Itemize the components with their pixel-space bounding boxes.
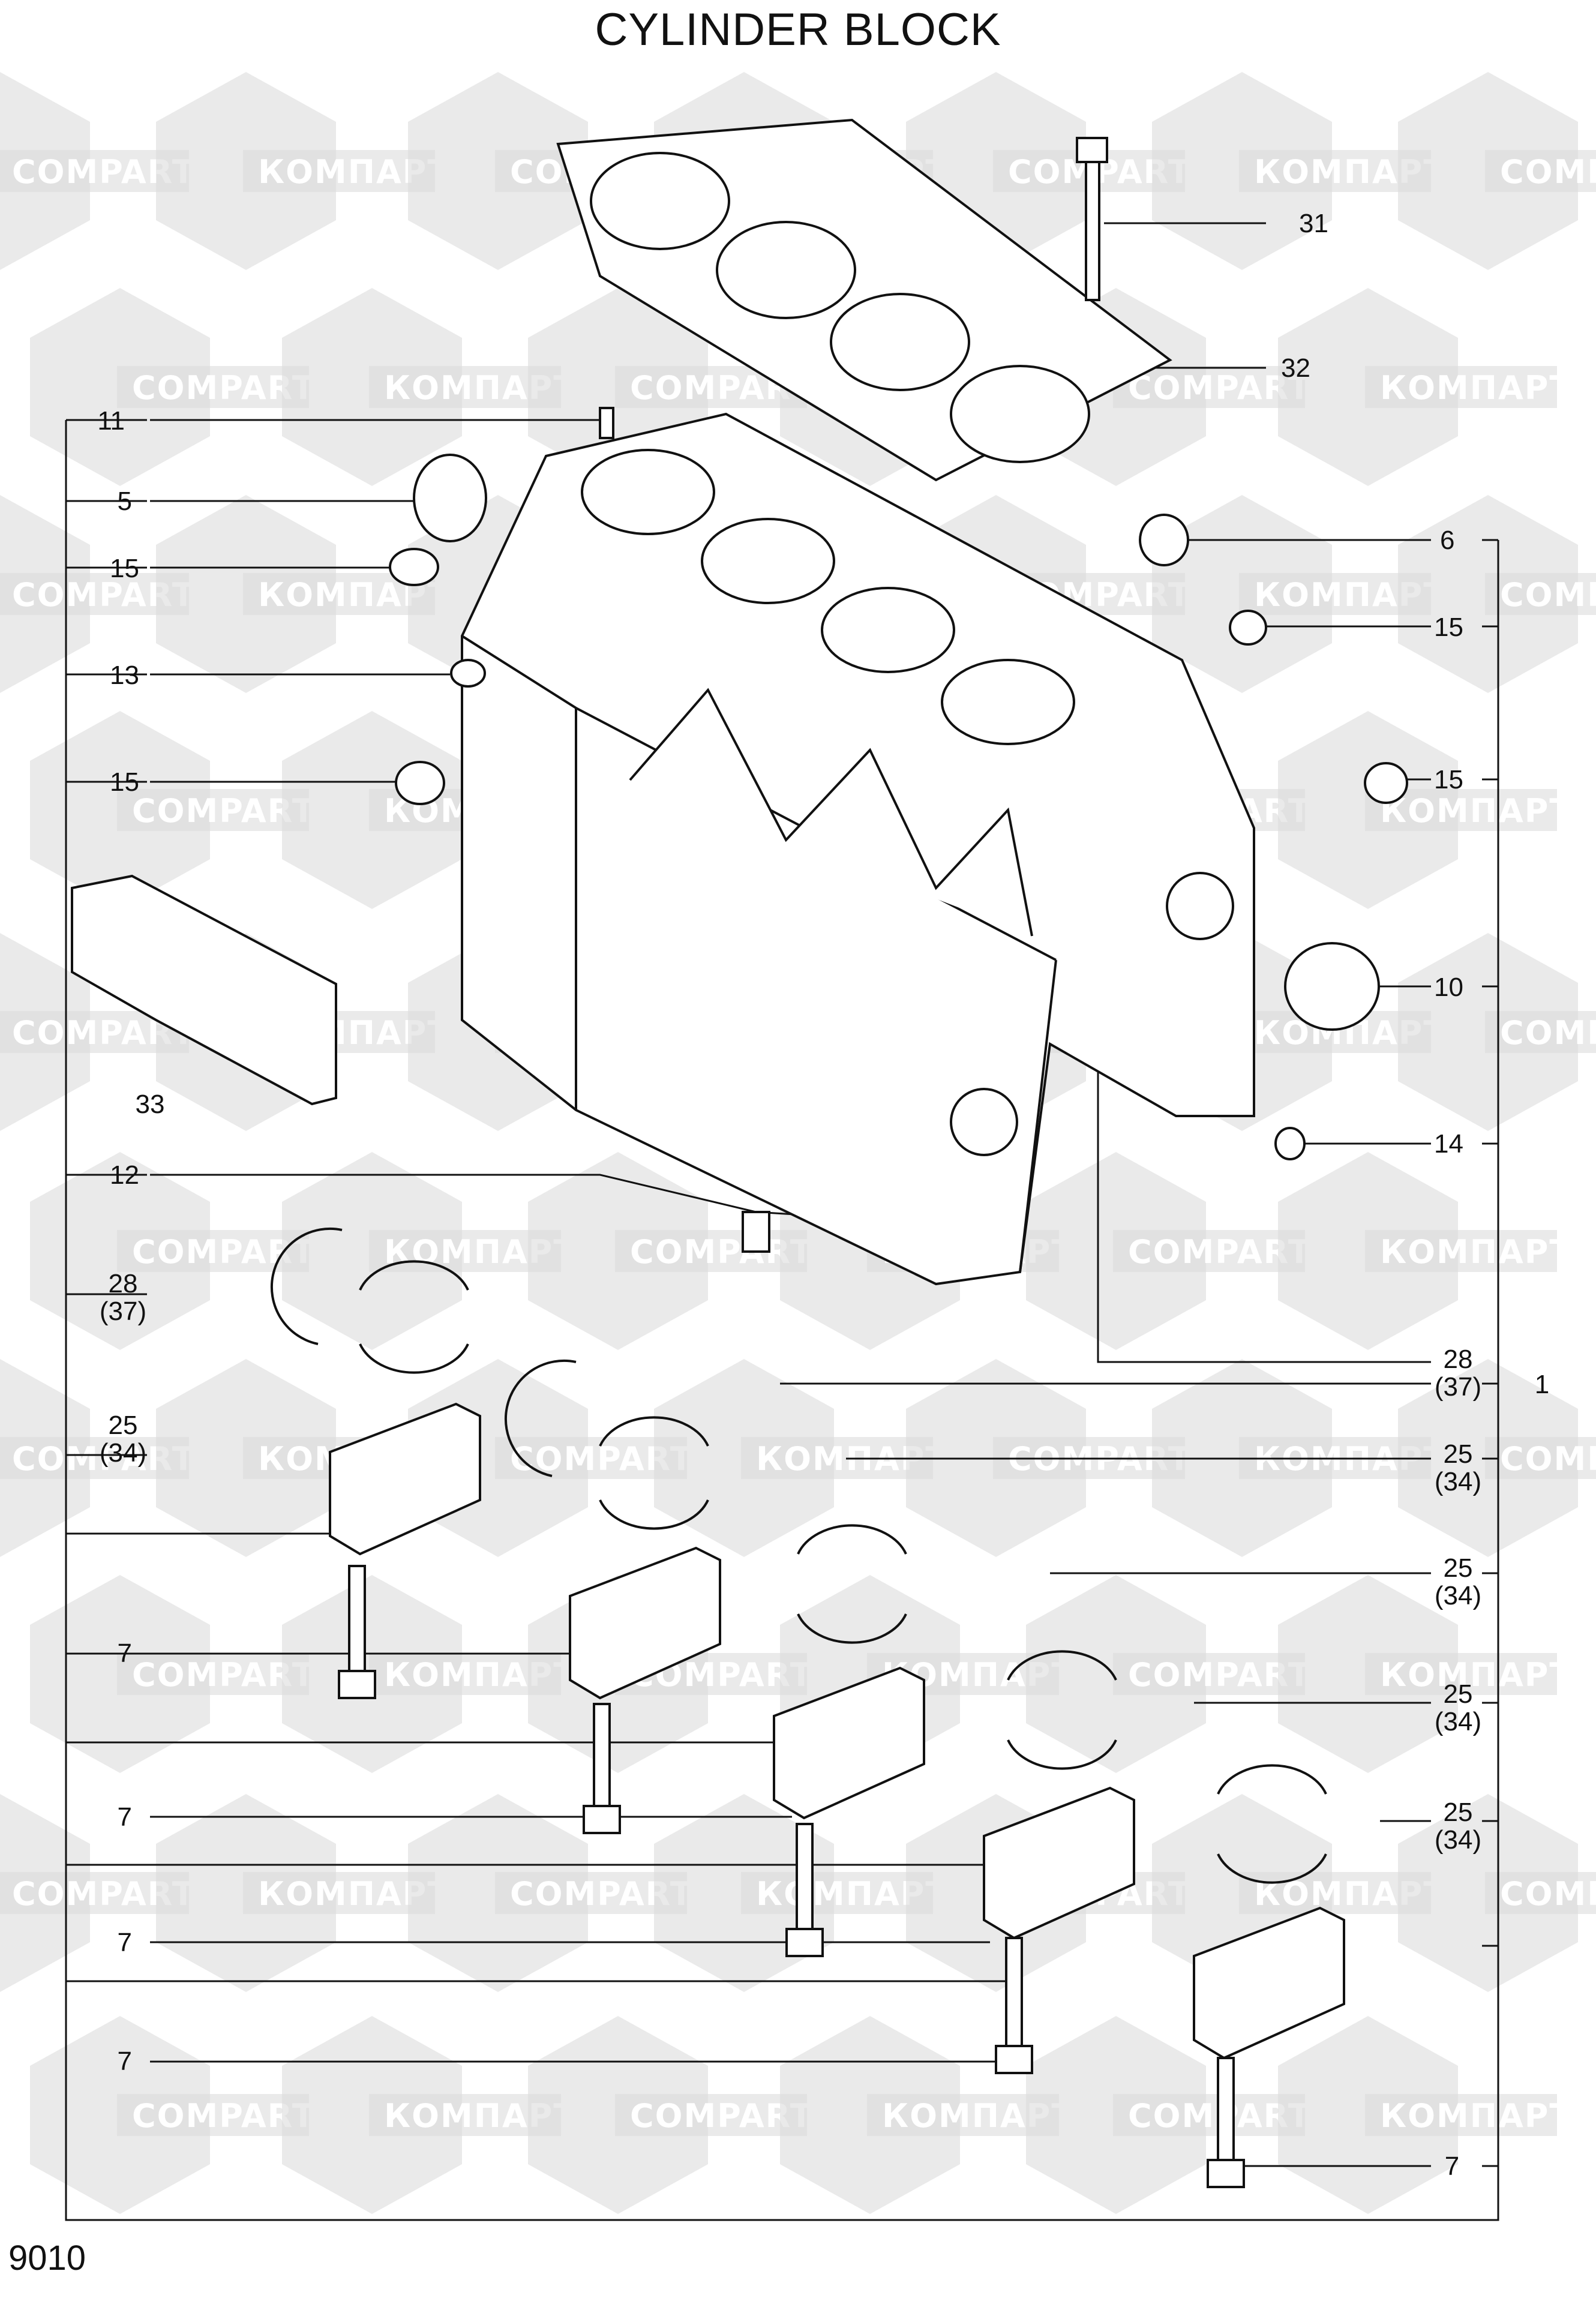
seal-15c xyxy=(395,761,445,805)
thrust-washer-b xyxy=(504,1359,577,1477)
watermark-text: COMPART xyxy=(1500,153,1596,191)
callout-sub-c25d: (34) xyxy=(1435,1707,1481,1736)
watermark-band xyxy=(1365,1653,1557,1695)
watermark-text: КОМПАРТ xyxy=(1380,369,1573,407)
callout-c12: 12 xyxy=(110,1160,139,1190)
callout-sub-c28b: (37) xyxy=(1435,1372,1481,1402)
bearing-caps xyxy=(329,1402,1345,2060)
bearing-shells xyxy=(359,1260,1327,1884)
head-gasket xyxy=(556,118,1172,482)
callout-sub-c25b: (34) xyxy=(1435,1467,1481,1496)
callout-c25c: 25 xyxy=(1444,1553,1473,1583)
callout-c25b: 25 xyxy=(1444,1439,1473,1469)
callout-c13: 13 xyxy=(110,661,139,690)
callout-c15a: 15 xyxy=(110,554,139,583)
watermark-band xyxy=(117,789,309,831)
watermark-text: COMPART xyxy=(1500,1440,1596,1478)
callout-c7c: 7 xyxy=(118,1928,132,1957)
watermark-band xyxy=(117,1653,309,1695)
watermark-band xyxy=(1485,1437,1596,1479)
page-number: 9010 xyxy=(8,2239,86,2278)
seal-15d xyxy=(1364,762,1408,804)
watermark-band xyxy=(1113,1230,1305,1272)
callout-c6: 6 xyxy=(1440,526,1454,555)
watermark-band xyxy=(1113,1653,1305,1695)
callout-c33: 33 xyxy=(136,1090,165,1119)
callout-c15b: 15 xyxy=(1434,613,1463,642)
pin-12 xyxy=(742,1211,770,1253)
plug-15b xyxy=(1229,610,1267,646)
watermark-text: КОМПАРТ xyxy=(1380,792,1573,830)
callout-c5: 5 xyxy=(118,487,132,516)
plug-5 xyxy=(413,454,487,542)
callout-c15c: 15 xyxy=(110,767,139,797)
watermark-band xyxy=(615,1230,807,1272)
watermark-text: КОМПАРТ xyxy=(1380,1233,1573,1271)
leader-lines xyxy=(65,222,1499,2221)
callout-c25d: 25 xyxy=(1444,1679,1473,1709)
callout-c25e: 25 xyxy=(1444,1798,1473,1827)
watermark-band xyxy=(1485,150,1596,192)
callout-sub-c28a: (37) xyxy=(100,1297,146,1326)
callout-c7b: 7 xyxy=(118,1802,132,1832)
callout-sub-c25e: (34) xyxy=(1435,1825,1481,1855)
page-title: CYLINDER BLOCK xyxy=(595,4,1001,55)
watermark-band xyxy=(117,2094,309,2136)
pin-11 xyxy=(599,407,614,439)
callout-c7d: 7 xyxy=(118,2047,132,2076)
watermark-band xyxy=(1485,1872,1596,1914)
watermark-band xyxy=(1365,2094,1557,2136)
plug-13 xyxy=(450,659,486,688)
head-bolt xyxy=(1076,137,1108,301)
callout-c28a: 28 xyxy=(109,1269,138,1298)
callout-sub-c25c: (34) xyxy=(1435,1581,1481,1610)
callout-c10: 10 xyxy=(1434,973,1463,1002)
thrust-washer-a xyxy=(270,1227,343,1345)
callout-c28b: 28 xyxy=(1444,1345,1473,1374)
watermark-text: COMPART xyxy=(1500,1875,1596,1913)
callout-c7a: 7 xyxy=(118,1639,132,1668)
callout-c7e: 7 xyxy=(1445,2152,1459,2181)
watermark-text: COMPART xyxy=(1500,576,1596,614)
callout-sub-c25a: (34) xyxy=(100,1438,146,1468)
plug-15a xyxy=(389,548,439,586)
callout-c14: 14 xyxy=(1434,1129,1463,1159)
bearing-10 xyxy=(1284,942,1380,1031)
watermark-band xyxy=(1365,1230,1557,1272)
callout-c25a: 25 xyxy=(109,1411,138,1440)
watermark-band xyxy=(243,1872,435,1914)
watermark-band xyxy=(117,366,309,408)
watermark-text: КОМПАРТ xyxy=(1380,2097,1573,2135)
watermark-band xyxy=(1485,1011,1596,1053)
watermark-band xyxy=(741,1872,933,1914)
watermark-text: COMPART xyxy=(1500,1014,1596,1052)
watermark-band xyxy=(615,2094,807,2136)
side-cover xyxy=(71,874,337,1106)
watermark-band xyxy=(1113,2094,1305,2136)
callout-c32: 32 xyxy=(1281,353,1310,383)
cap-bolts xyxy=(338,1565,1245,2188)
cylinder-block xyxy=(461,412,1255,1286)
watermark-band xyxy=(1365,366,1557,408)
plug-6 xyxy=(1139,514,1189,566)
watermark-band xyxy=(243,150,435,192)
callout-c11: 11 xyxy=(97,406,125,436)
parts-group xyxy=(71,118,1408,2188)
callout-c1: 1 xyxy=(1535,1370,1549,1399)
watermark-band xyxy=(1485,573,1596,615)
watermark-text: КОМПАРТ xyxy=(1380,1656,1573,1694)
callout-c31: 31 xyxy=(1299,209,1328,238)
plug-14 xyxy=(1274,1127,1306,1160)
callout-c15d: 15 xyxy=(1434,765,1463,794)
